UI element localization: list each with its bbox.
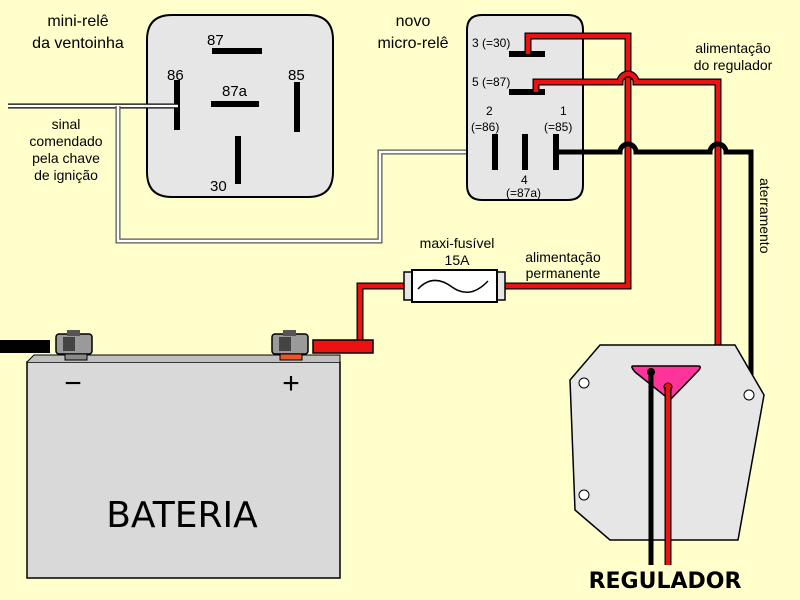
mini-relay-label-30: 30 bbox=[210, 178, 227, 195]
ground-wire bbox=[556, 141, 754, 390]
negative-terminal bbox=[55, 330, 93, 361]
mini-relay-pin-30 bbox=[235, 136, 241, 184]
battery-positive-sign: + bbox=[282, 367, 300, 400]
mini-relay-title-line2: da ventoinha bbox=[32, 35, 124, 52]
permanent-supply-label-line1: alimentação bbox=[525, 249, 601, 265]
maxi-fuse bbox=[403, 269, 506, 303]
permanent-supply-label-line2: permanente bbox=[526, 265, 601, 281]
signal-label-line1: sinal bbox=[52, 116, 81, 132]
regulator-label: REGULADOR bbox=[589, 569, 742, 594]
battery-negative-sign: − bbox=[64, 367, 82, 400]
regulator: REGULADOR bbox=[569, 344, 765, 594]
battery-label: BATERIA bbox=[106, 495, 258, 536]
micro-relay-label-5: 5 (=87) bbox=[472, 75, 510, 89]
signal-label-line3: pela chave bbox=[32, 150, 100, 166]
micro-relay-title-line1: novo bbox=[396, 13, 431, 30]
fuse-element bbox=[417, 279, 489, 293]
mini-relay-pin-87a bbox=[211, 101, 259, 107]
fuse-label-line2: 15A bbox=[445, 252, 471, 268]
mini-relay-title-line1: mini-relê bbox=[47, 13, 108, 30]
regulator-supply-label-line2: do regulador bbox=[694, 57, 773, 73]
signal-label-line2: comendado bbox=[29, 133, 102, 149]
signal-label-line4: de ignição bbox=[34, 167, 98, 183]
micro-relay-title-line2: micro-relê bbox=[377, 35, 448, 52]
mini-relay-label-87a: 87a bbox=[222, 83, 248, 100]
regulator-supply-wire bbox=[533, 71, 721, 390]
fuse-label-line1: maxi-fusível bbox=[420, 235, 495, 251]
micro-relay-label-2: 2 bbox=[486, 104, 493, 118]
mini-relay-pin-87 bbox=[212, 48, 262, 54]
mini-relay-label-85: 85 bbox=[288, 67, 305, 84]
micro-relay-label-1b: (=85) bbox=[544, 120, 572, 134]
battery: − + BATERIA bbox=[0, 330, 341, 579]
positive-cable-end bbox=[312, 339, 374, 354]
micro-relay-pin-5 bbox=[509, 89, 545, 95]
micro-relay-pin-4 bbox=[522, 134, 528, 170]
micro-relay-label-4: 4 bbox=[521, 173, 528, 187]
positive-terminal bbox=[271, 330, 309, 361]
micro-relay: 3 (=30) 5 (=87) 2 (=86) 1 (=85) 4 (=87a) bbox=[466, 14, 584, 201]
signal-wire-branch bbox=[116, 106, 496, 243]
mini-relay-label-87: 87 bbox=[207, 32, 224, 49]
regulator-supply-label-line1: alimentação bbox=[695, 40, 771, 56]
permanent-supply-wire bbox=[505, 33, 631, 289]
micro-relay-label-4b: (=87a) bbox=[506, 186, 541, 200]
negative-cable bbox=[0, 340, 50, 353]
mini-relay: 87 86 87a 85 30 bbox=[146, 14, 334, 198]
red-wires bbox=[312, 32, 722, 391]
micro-relay-label-3: 3 (=30) bbox=[472, 36, 510, 50]
micro-relay-label-2b: (=86) bbox=[471, 120, 499, 134]
mini-relay-label-86: 86 bbox=[167, 67, 184, 84]
micro-relay-pin-2 bbox=[492, 134, 498, 170]
mini-relay-pin-85 bbox=[294, 82, 300, 132]
ground-label: aterramento bbox=[757, 178, 773, 254]
micro-relay-label-1: 1 bbox=[560, 104, 567, 118]
fuse-body bbox=[411, 269, 498, 303]
